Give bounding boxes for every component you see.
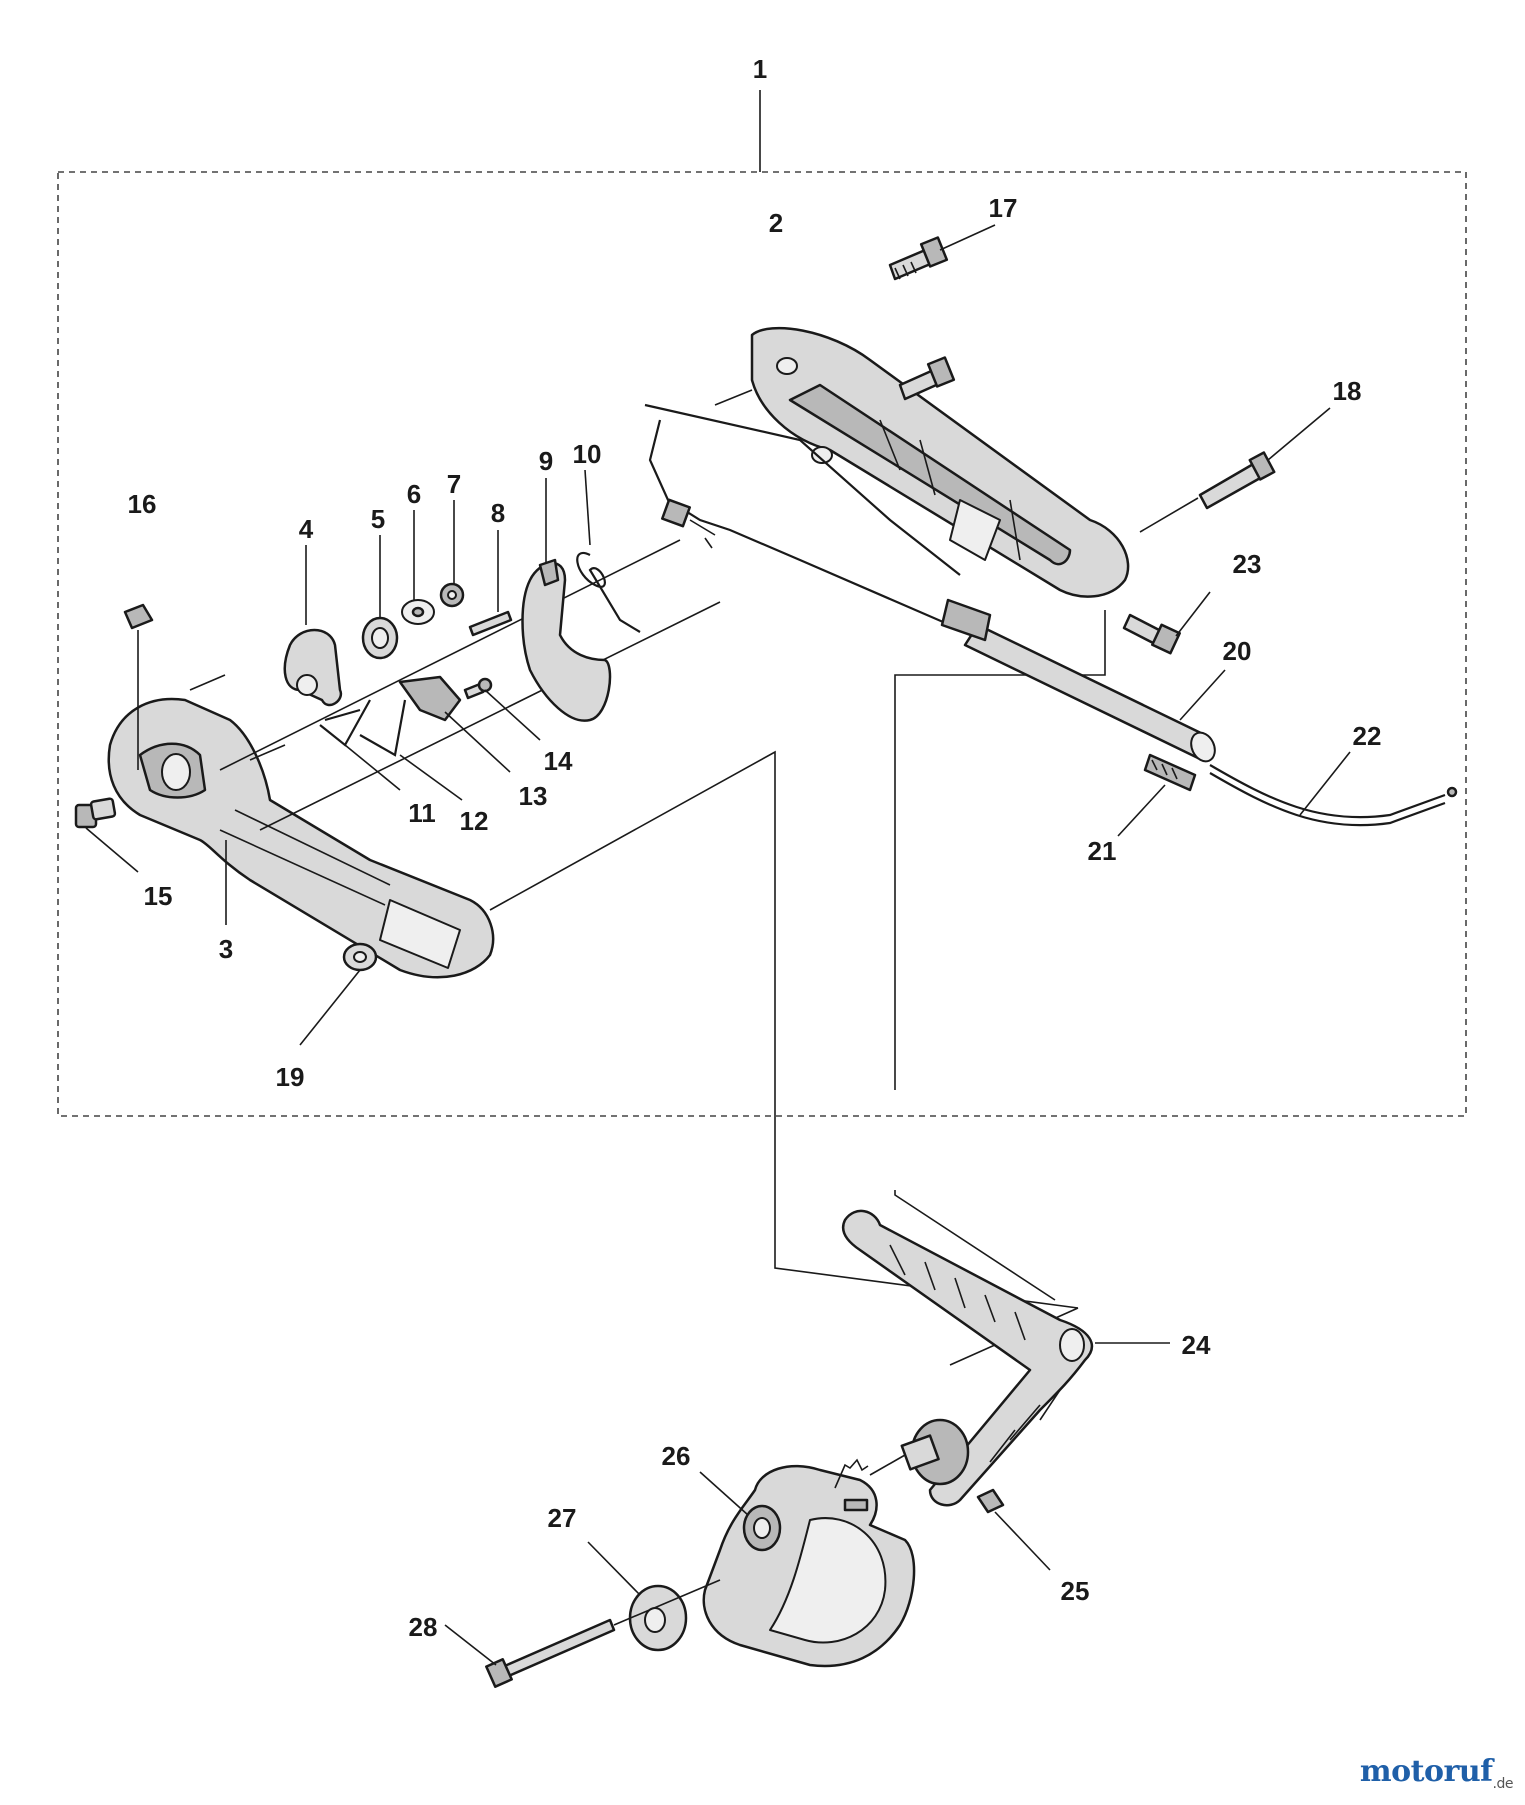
part-14-small-screw (463, 677, 493, 700)
leader-18b (1139, 497, 1199, 533)
part-25-square-nut (976, 1488, 1005, 1514)
part-27-clamp-knob (628, 1584, 688, 1652)
callout-21: 21 (1088, 836, 1117, 866)
callout-18: 18 (1333, 376, 1362, 406)
axis-stub-b (249, 744, 286, 761)
leader-20 (1179, 669, 1226, 721)
leader-28 (444, 1624, 497, 1666)
leader-15 (85, 827, 139, 873)
watermark-text: motoruf (1359, 1754, 1493, 1789)
leader-2a (714, 389, 753, 406)
part-22-throttle-cable (1209, 764, 1458, 827)
link-line-c (894, 1190, 1056, 1301)
wire-harness (644, 403, 976, 632)
part-3-handle-lower (107, 697, 495, 979)
leader-10 (584, 469, 591, 546)
leader-23 (1175, 591, 1211, 637)
part-16-clip (123, 603, 154, 630)
assembly-axis-b (259, 601, 721, 831)
leader-25 (994, 1511, 1051, 1571)
part-17-screw-second (898, 356, 956, 401)
callout-26: 26 (662, 1441, 691, 1471)
leader-20-frame (894, 610, 1106, 1090)
callout-13: 13 (519, 781, 548, 811)
leader-27 (587, 1541, 641, 1596)
assembly-boundary (57, 171, 1467, 1117)
callout-19: 19 (276, 1062, 305, 1092)
leader-14 (484, 689, 541, 741)
callout-22: 22 (1353, 721, 1382, 751)
part-15-plug (74, 797, 117, 829)
callout-17: 17 (989, 193, 1018, 223)
callout-11: 11 (408, 798, 436, 828)
part-4-knob (283, 628, 343, 707)
callout-20: 20 (1223, 636, 1252, 666)
callout-7: 7 (447, 469, 461, 499)
callout-14: 14 (544, 746, 573, 776)
callout-8: 8 (491, 498, 505, 528)
part-6-washer (401, 599, 435, 625)
leader-22 (1299, 751, 1351, 816)
link-line-a (489, 750, 1079, 1309)
part-26-clamp-bracket (702, 1458, 916, 1668)
watermark-suffix: .de (1492, 1776, 1514, 1792)
callout-16: 16 (128, 489, 157, 519)
leader-17 (939, 224, 996, 251)
leader-18 (1267, 407, 1331, 461)
callout-15: 15 (144, 881, 173, 911)
part-10-spring (576, 551, 641, 633)
leader-13 (444, 711, 511, 773)
part-7-star-nut (439, 582, 465, 608)
callout-2: 2 (769, 208, 783, 238)
callout-4: 4 (299, 514, 314, 544)
part-5-bushing (361, 616, 399, 660)
callout-24: 24 (1182, 1330, 1211, 1360)
callout-3: 3 (219, 934, 233, 964)
part-2-handle-upper (750, 326, 1130, 598)
part-24-gear-hub (900, 1418, 970, 1486)
callout-12: 12 (460, 806, 489, 836)
part-13-lockout (398, 675, 462, 722)
axis-gear (869, 1454, 906, 1476)
callout-23: 23 (1233, 549, 1262, 579)
part-12-lever (359, 699, 407, 757)
part-28-bolt (485, 1618, 616, 1688)
part-18-long-screw (1198, 451, 1276, 510)
callout-9: 9 (539, 446, 553, 476)
part-8-pin (468, 610, 513, 637)
callout-6: 6 (407, 479, 421, 509)
leader-12 (399, 754, 463, 801)
leader-21 (1117, 784, 1166, 837)
callout-27: 27 (548, 1503, 577, 1533)
callout-28: 28 (409, 1612, 438, 1642)
part-19-nut (342, 942, 378, 972)
callout-25: 25 (1061, 1576, 1090, 1606)
part-17-screw (888, 236, 949, 281)
leader-11 (344, 744, 401, 791)
callout-1: 1 (753, 54, 767, 84)
callout-10: 10 (573, 439, 602, 469)
axis-stub-a (189, 674, 226, 691)
axis-bolt (613, 1579, 721, 1626)
leader-19 (299, 969, 361, 1046)
part-20-cable-tube (940, 598, 1216, 763)
part-21-connector (1143, 753, 1197, 792)
part-9-throttle-trigger (521, 558, 612, 722)
callout-5: 5 (371, 504, 385, 534)
part-23-screw (1122, 613, 1181, 655)
leader-26 (699, 1471, 749, 1516)
watermark-logo: motoruf.de (1359, 1754, 1514, 1792)
